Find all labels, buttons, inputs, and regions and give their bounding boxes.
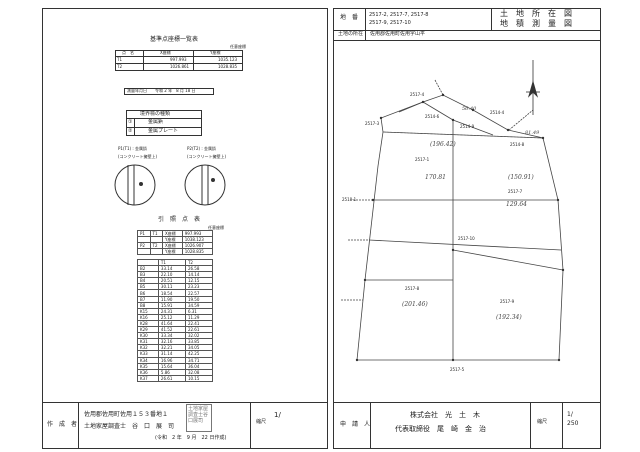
plan-label-2514-8: 2514-8 (510, 142, 525, 147)
marker-diagrams (114, 164, 226, 206)
plan-label-2517-10: 2517-10 (458, 236, 475, 241)
diagram-2-label: P2(T2) : 金属鋲 (187, 146, 216, 151)
table-cell: K37 (137, 374, 159, 382)
marker-symbol-1: ① (128, 119, 133, 125)
sheet-label: 縮尺 (537, 419, 548, 425)
chiban-value-2: 2517-9, 2517-10 (369, 20, 411, 26)
ref-col-y: Y座標 (210, 50, 221, 55)
plan-label-2517-5: 2517-5 (450, 367, 465, 372)
boundary-points-subtitle: 任意座標 (208, 225, 224, 230)
plan-label-2517-9: 2517-9 (500, 299, 515, 304)
area-note-6: (192.34) (496, 314, 522, 321)
plan-label-2514-4: 2514-4 (490, 110, 505, 115)
scale-label: 縮尺 (256, 419, 267, 425)
length-note-2: 56.40 (462, 106, 477, 112)
plan-label-2517-4: 2517-4 (410, 92, 425, 97)
ref-row-1-y: 1035.123 (218, 57, 238, 62)
right-panel (333, 8, 601, 449)
marker-label-2: 金属プレート (148, 128, 179, 134)
surveyor-seal: 土地家屋調査士谷口展司 (186, 404, 212, 432)
ref-row-1-x: 997.993 (170, 57, 187, 62)
left-panel (42, 8, 328, 449)
ref-row-2-name: T2 (117, 64, 122, 69)
location-label: 土地の所在 (338, 31, 364, 37)
boundary-points-title: 引 照 点 表 (158, 216, 201, 223)
length-note-1: 81.49 (525, 130, 540, 136)
reference-points-subtitle: 任意座標 (230, 44, 246, 49)
title-location-map: 土 地 所 在 図 (500, 9, 572, 18)
title-survey-map: 地 積 測 量 図 (500, 19, 572, 28)
plan-label-2517-1: 2517-1 (415, 157, 430, 162)
plan-label-2517-3: 2517-3 (365, 121, 380, 126)
location-value: 佐用郡佐用町佐用字山平 (370, 31, 426, 37)
table-cell: 10.15 (184, 374, 214, 382)
applicant-representative: 代表取締役 尾 崎 金 治 (395, 425, 486, 433)
area-note-4: 129.64 (506, 201, 527, 208)
diagram-1-sub: (コンクリート擁壁上) (118, 154, 158, 159)
ref-col-name: 点 名 (122, 50, 134, 55)
area-note-3: (150.91) (508, 174, 534, 181)
reference-points-title: 基準点座標一覧表 (150, 36, 199, 43)
applicant-label: 申 請 人 (340, 421, 371, 428)
survey-date: 測量年月日 令和 2 年 8 月 18 日 (127, 88, 196, 93)
marker-types-title: 境界標の種類 (140, 111, 171, 117)
plan-label-2517-8: 2517-8 (405, 286, 420, 291)
chiban-label: 地 番 (340, 14, 359, 21)
parcel-plan (341, 60, 565, 362)
marker-label-1: 金属鋲 (148, 119, 164, 125)
table-cell: 1028.835 (181, 248, 214, 256)
table-cell: Y座標 (162, 248, 183, 256)
plan-label-2514-9: 2514-9 (460, 124, 475, 129)
area-note-5: (201.46) (402, 301, 428, 308)
plan-label-2514-6: 2514-6 (425, 114, 440, 119)
survey-date-box (124, 88, 214, 95)
maker-name: 土地家屋調査士 谷 口 展 司 (84, 423, 175, 430)
marker-types-box (126, 110, 202, 136)
table-cell: 26.61 (157, 374, 186, 382)
diagram-1-label: P1(T1) : 金属鋲 (118, 146, 147, 151)
ref-row-2-x: 1026.861 (170, 64, 190, 69)
ref-col-x: X座標 (160, 50, 171, 55)
sheet-value: 1/ 250 (567, 411, 579, 427)
area-note-2: 170.81 (425, 174, 446, 181)
table-cell (137, 248, 151, 256)
maker-date: (令和 2 年 9 月 22 日作成) (155, 435, 227, 441)
applicant-company: 株式会社 光 土 木 (410, 411, 480, 419)
plan-label-2517-7: 2517-7 (508, 189, 523, 194)
plan-label-2518-1: 2518-1 (342, 197, 357, 202)
reference-points-table (115, 50, 243, 71)
scale-value: 1/ (274, 411, 281, 419)
ref-row-2-y: 1028.835 (218, 64, 238, 69)
marker-symbol-2: ② (128, 128, 133, 134)
diagram-2-sub: (コンクリート擁壁上) (187, 154, 227, 159)
maker-label: 作 成 者 (47, 421, 78, 428)
table-cell (149, 248, 164, 256)
chiban-value-1: 2517-2, 2517-7, 2517-8 (369, 12, 429, 18)
ref-row-1-name: T1 (117, 57, 122, 62)
maker-address: 佐用郡佐用町佐用１５３番地１ (84, 411, 169, 418)
area-note-1: (196.42) (430, 141, 456, 148)
